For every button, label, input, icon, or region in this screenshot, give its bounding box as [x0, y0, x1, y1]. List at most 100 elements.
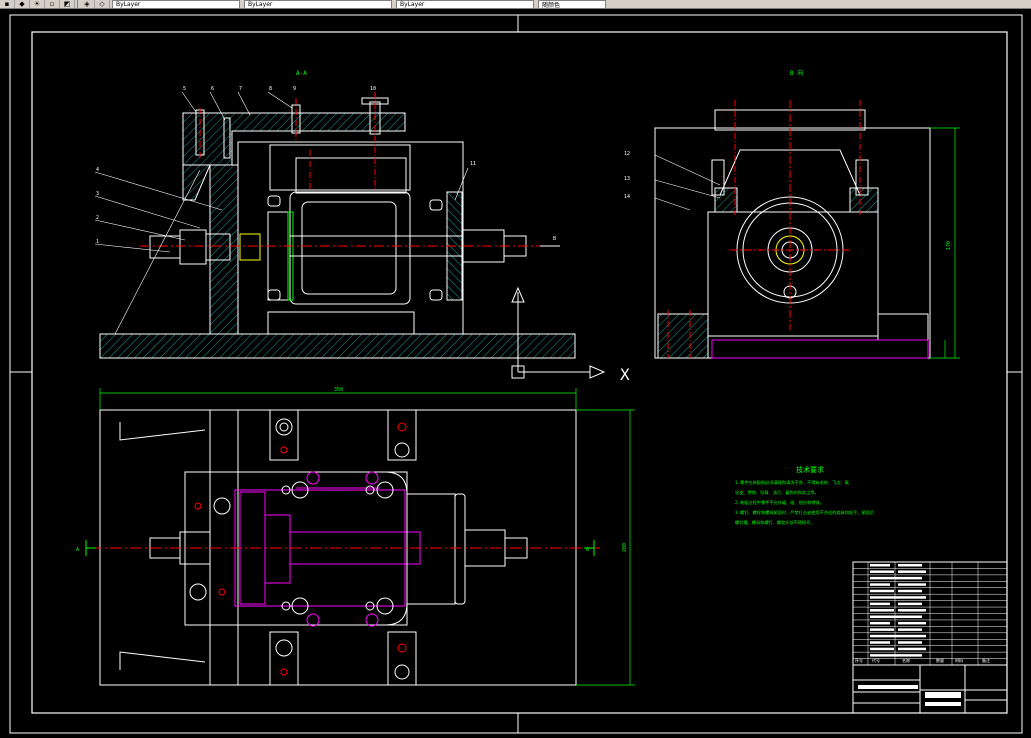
- section-label-right: A: [586, 547, 589, 553]
- hole-small: [280, 446, 288, 454]
- bom-cell-text: [898, 654, 922, 657]
- hole-large: [394, 664, 410, 680]
- top-clamp-arm: [182, 112, 406, 166]
- toolbar-button[interactable]: ☀: [30, 0, 45, 8]
- left-upright: [209, 164, 239, 335]
- toolbar-button[interactable]: ▪: [0, 0, 15, 8]
- dim-side-height: 170: [946, 241, 952, 250]
- bom-cell-text: [870, 634, 898, 638]
- base-plate: [99, 333, 576, 359]
- dim-height: 200: [622, 543, 628, 552]
- technical-requirements: 技术要求 1.零件在装配前必须清理和清洗干净，不得有毛刺、飞边、氧 化皮、锈蚀、…: [735, 465, 874, 526]
- title-block: 序号 代号 名称 数量 材料 备注: [852, 561, 1008, 714]
- hole: [267, 195, 281, 207]
- right-flange-top: [454, 493, 466, 605]
- hole-small: [281, 601, 291, 611]
- bom-table: [853, 562, 1007, 665]
- leader: [209, 91, 226, 121]
- bom-cell-text: [870, 647, 894, 651]
- callout-4: 4: [96, 167, 99, 173]
- leader-12: [654, 154, 721, 186]
- bom-cell-text: [870, 589, 894, 593]
- callout-2: 2: [96, 215, 99, 221]
- clamp-pad: [269, 409, 299, 461]
- leader-3: [94, 195, 201, 229]
- leader-1: [94, 243, 171, 253]
- bom-cell-text: [898, 628, 922, 631]
- layer-props-icon[interactable]: ◇: [95, 0, 110, 8]
- left-washer: [205, 233, 231, 261]
- bom-cell-text: [898, 589, 922, 593]
- side-view-b: B 向 12 13 14 170: [624, 69, 960, 359]
- toolbar-button[interactable]: ◆: [15, 0, 30, 8]
- leader: [181, 91, 197, 113]
- clamp-pad: [387, 409, 417, 461]
- lineweight-dropdown[interactable]: ByLayer: [396, 0, 534, 8]
- leader: [237, 91, 251, 116]
- hole-large: [189, 583, 207, 601]
- layer-icon[interactable]: ◈: [80, 0, 95, 8]
- clamp-block: [295, 157, 407, 194]
- bom-cell-text: [898, 570, 926, 573]
- hole-small: [218, 588, 226, 596]
- plotstyle-dropdown[interactable]: 随颜色: [538, 0, 606, 8]
- title-text-bar: [925, 692, 961, 698]
- slot-left-top: [119, 422, 206, 441]
- tech-title: 技术要求: [796, 465, 824, 474]
- upper-block: [269, 144, 411, 191]
- slot-left-bottom: [119, 651, 206, 670]
- cad-toolbar: ▪ ◆ ☀ ▫ ◩ ◈ ◇ ByLayer ByLayer ByLayer 随颜…: [0, 0, 1031, 9]
- toolbar-button[interactable]: ◩: [60, 0, 75, 8]
- clamp-pad: [387, 631, 417, 686]
- bom-cell-text: [870, 609, 894, 612]
- hole-large: [213, 497, 231, 515]
- ucs-icon: X: [511, 286, 630, 384]
- hole-small: [365, 601, 375, 611]
- hole-inner: [279, 422, 289, 432]
- section-label-a: A-A: [296, 70, 307, 77]
- hole-large: [291, 481, 309, 499]
- lineweight-dropdown-value: ByLayer: [400, 0, 425, 8]
- hole: [267, 289, 281, 301]
- clamp-pad: [269, 631, 299, 686]
- side-base-magenta: [711, 339, 929, 359]
- bushing: [239, 233, 261, 261]
- title-text-bar: [925, 702, 961, 706]
- bom-cell-text: [870, 615, 898, 618]
- bottom-pad: [267, 311, 415, 335]
- toolbar-button[interactable]: ▫: [45, 0, 60, 8]
- layer-dropdown-value: ByLayer: [116, 0, 141, 8]
- callout-6: 6: [211, 86, 214, 92]
- linetype-dropdown-value: ByLayer: [248, 0, 273, 8]
- layer-dropdown[interactable]: ByLayer: [112, 0, 240, 8]
- tech-line: 化皮、锈蚀、切屑、油污、着色剂和灰尘等。: [735, 489, 819, 496]
- right-support-top: [406, 493, 456, 605]
- bom-cell-text: [898, 609, 926, 612]
- bom-header-no: 序号: [855, 657, 863, 663]
- sheet-outer-border: [9, 14, 1023, 734]
- hole: [429, 199, 443, 211]
- leader-2: [94, 219, 186, 241]
- locating-plate: [267, 211, 291, 301]
- bom-cell-text: [898, 634, 926, 638]
- bom-header-mat: 材料: [955, 657, 963, 663]
- workpiece: [289, 191, 411, 305]
- leader-13: [654, 179, 721, 199]
- drawing-canvas[interactable]: A-A: [0, 9, 1031, 738]
- hole-magenta: [365, 471, 379, 485]
- side-block-left: [714, 187, 738, 213]
- tech-line: 2.装配过程中零件不允许磕、碰、划伤和锈蚀。: [735, 499, 824, 506]
- hole: [429, 289, 443, 301]
- bom-cell-text: [870, 621, 890, 625]
- linetype-dropdown[interactable]: ByLayer: [244, 0, 392, 8]
- bom-cell-text: [870, 628, 894, 631]
- callout-9: 9: [293, 86, 296, 92]
- hole-large: [394, 442, 410, 458]
- side-frame: [707, 211, 879, 337]
- hole-magenta: [306, 471, 320, 485]
- leader-4: [94, 171, 223, 211]
- hole-small: [397, 643, 407, 653]
- hole-small: [280, 668, 288, 676]
- front-section-view: A-A: [94, 70, 630, 384]
- bom-cell-text: [870, 654, 898, 657]
